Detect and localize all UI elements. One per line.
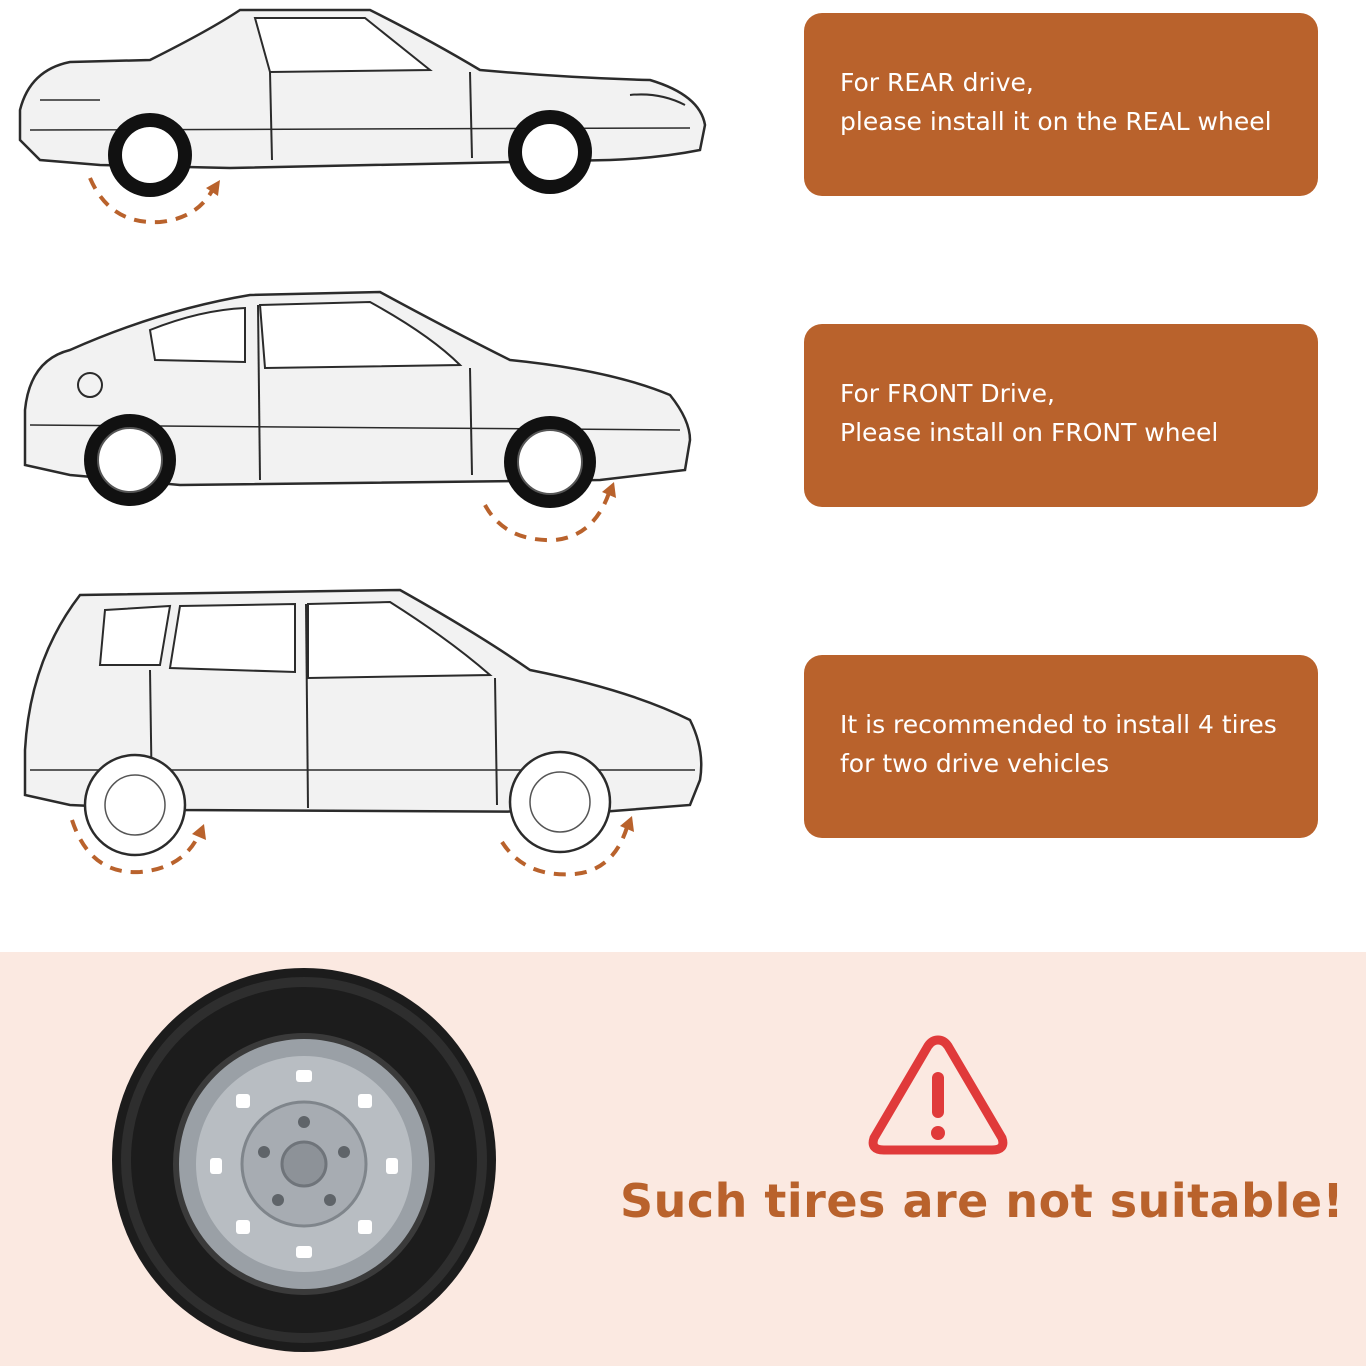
- hatchback-car-front-wheel-arrow-icon: [23, 290, 692, 543]
- callout-line-1: For FRONT Drive,: [840, 379, 1055, 408]
- warning-panel: Such tires are not suitable!: [0, 952, 1366, 1366]
- callout-front-drive: For FRONT Drive, Please install on FRONT…: [804, 324, 1318, 507]
- callout-four-tires: It is recommended to install 4 tires for…: [804, 655, 1318, 838]
- coupe-car-rear-wheel-arrow-icon: [18, 8, 707, 225]
- warning-message: Such tires are not suitable!: [620, 1174, 1345, 1228]
- callout-line-2: Please install on FRONT wheel: [840, 418, 1219, 447]
- callout-line-2: please install it on the REAL wheel: [840, 107, 1272, 136]
- callout-rear-drive: For REAR drive, please install it on the…: [804, 13, 1318, 196]
- callout-line-2: for two drive vehicles: [840, 749, 1110, 778]
- callout-line-1: It is recommended to install 4 tires: [840, 710, 1277, 739]
- warning-triangle-icon: [868, 1035, 1008, 1155]
- callout-line-1: For REAR drive,: [840, 68, 1034, 97]
- instruction-panel: For REAR drive, please install it on the…: [18, 8, 1318, 877]
- bare-tire-icon: [112, 968, 496, 1352]
- minivan-both-wheels-arrow-icon: [23, 588, 703, 877]
